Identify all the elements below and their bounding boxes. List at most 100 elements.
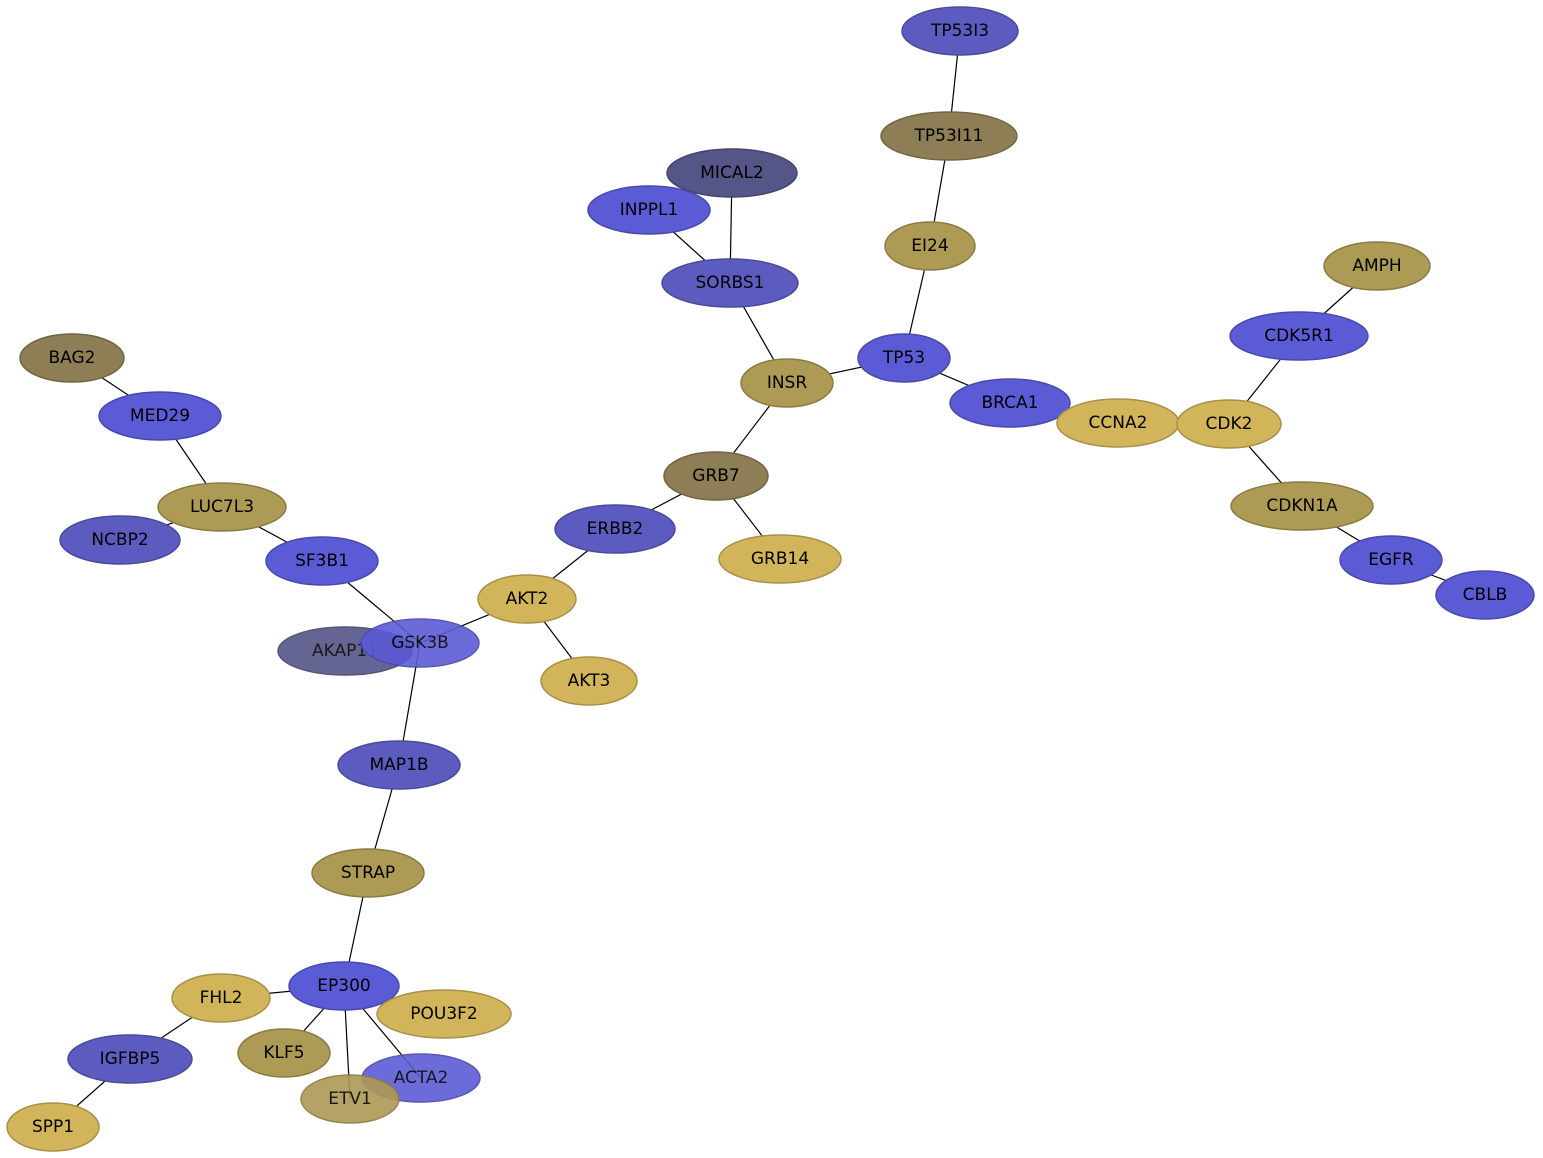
node-ellipse bbox=[1230, 481, 1374, 531]
node-tp53[interactable]: TP53 bbox=[857, 333, 951, 383]
node-fhl2[interactable]: FHL2 bbox=[171, 973, 271, 1023]
node-inppl1[interactable]: INPPL1 bbox=[587, 185, 711, 235]
node-label: CCNA2 bbox=[1089, 413, 1148, 433]
node-cdk2[interactable]: CDK2 bbox=[1176, 399, 1282, 449]
node-ellipse bbox=[1435, 570, 1535, 620]
node-map1b[interactable]: MAP1B bbox=[337, 740, 461, 790]
node-ellipse bbox=[360, 618, 480, 668]
node-label: GSK3B bbox=[391, 633, 449, 653]
node-label: STRAP bbox=[341, 863, 395, 883]
node-ellipse bbox=[857, 333, 951, 383]
node-label: INSR bbox=[767, 373, 808, 393]
node-label: MED29 bbox=[130, 406, 190, 426]
node-luc7l3[interactable]: LUC7L3 bbox=[157, 482, 287, 532]
node-bag2[interactable]: BAG2 bbox=[19, 333, 125, 383]
node-ellipse bbox=[718, 534, 842, 584]
node-gsk3b[interactable]: GSK3B bbox=[360, 618, 480, 668]
node-egfr[interactable]: EGFR bbox=[1339, 535, 1443, 585]
node-ep300[interactable]: EP300 bbox=[288, 961, 400, 1011]
node-ellipse bbox=[288, 961, 400, 1011]
node-strap[interactable]: STRAP bbox=[311, 848, 425, 898]
node-ellipse bbox=[587, 185, 711, 235]
node-grb14[interactable]: GRB14 bbox=[718, 534, 842, 584]
node-ellipse bbox=[1176, 399, 1282, 449]
node-insr[interactable]: INSR bbox=[740, 358, 834, 408]
node-ellipse bbox=[1229, 311, 1369, 361]
node-label: NCBP2 bbox=[91, 530, 148, 550]
node-label: LUC7L3 bbox=[190, 497, 254, 517]
node-ellipse bbox=[884, 221, 976, 271]
node-ellipse bbox=[540, 656, 638, 706]
node-ellipse bbox=[663, 451, 769, 501]
node-label: MICAL2 bbox=[700, 163, 763, 183]
node-erbb2[interactable]: ERBB2 bbox=[554, 504, 676, 554]
node-ellipse bbox=[237, 1028, 331, 1078]
node-label: KLF5 bbox=[263, 1043, 304, 1063]
node-label: AMPH bbox=[1352, 256, 1401, 276]
node-ellipse bbox=[949, 378, 1071, 428]
node-ellipse bbox=[1339, 535, 1443, 585]
node-ellipse bbox=[880, 111, 1018, 161]
node-sf3b1[interactable]: SF3B1 bbox=[265, 536, 379, 586]
node-ellipse bbox=[311, 848, 425, 898]
node-brca1[interactable]: BRCA1 bbox=[949, 378, 1071, 428]
node-ellipse bbox=[6, 1102, 100, 1152]
node-label: POU3F2 bbox=[410, 1004, 478, 1024]
node-pou3f2[interactable]: POU3F2 bbox=[376, 989, 512, 1039]
node-etv1[interactable]: ETV1 bbox=[300, 1074, 400, 1124]
node-label: CDK2 bbox=[1206, 414, 1253, 434]
node-label: SF3B1 bbox=[295, 551, 349, 571]
node-label: ACTA2 bbox=[394, 1068, 449, 1088]
node-sorbs1[interactable]: SORBS1 bbox=[661, 258, 799, 308]
node-igfbp5[interactable]: IGFBP5 bbox=[67, 1034, 193, 1084]
node-ellipse bbox=[666, 148, 798, 198]
node-label: GRB7 bbox=[692, 466, 739, 486]
node-ncbp2[interactable]: NCBP2 bbox=[59, 515, 181, 565]
node-label: INPPL1 bbox=[620, 200, 679, 220]
node-cdk5r1[interactable]: CDK5R1 bbox=[1229, 311, 1369, 361]
node-akt3[interactable]: AKT3 bbox=[540, 656, 638, 706]
node-label: ETV1 bbox=[328, 1089, 372, 1109]
node-cblb[interactable]: CBLB bbox=[1435, 570, 1535, 620]
node-ellipse bbox=[554, 504, 676, 554]
node-akt2[interactable]: AKT2 bbox=[477, 574, 577, 624]
node-label: TP53I11 bbox=[914, 126, 984, 146]
node-amph[interactable]: AMPH bbox=[1323, 241, 1431, 291]
node-ellipse bbox=[171, 973, 271, 1023]
node-ellipse bbox=[300, 1074, 400, 1124]
node-ei24[interactable]: EI24 bbox=[884, 221, 976, 271]
node-ellipse bbox=[67, 1034, 193, 1084]
node-label: SPP1 bbox=[32, 1117, 74, 1137]
node-tp53i11[interactable]: TP53I11 bbox=[880, 111, 1018, 161]
node-ellipse bbox=[477, 574, 577, 624]
node-tp53i3[interactable]: TP53I3 bbox=[901, 6, 1019, 56]
node-ellipse bbox=[98, 391, 222, 441]
node-grb7[interactable]: GRB7 bbox=[663, 451, 769, 501]
node-label: AKT2 bbox=[506, 589, 549, 609]
node-ellipse bbox=[157, 482, 287, 532]
node-label: AKT3 bbox=[568, 671, 611, 691]
node-ellipse bbox=[59, 515, 181, 565]
node-ccna2[interactable]: CCNA2 bbox=[1056, 398, 1180, 448]
node-spp1[interactable]: SPP1 bbox=[6, 1102, 100, 1152]
node-label: EGFR bbox=[1368, 550, 1414, 570]
node-label: MAP1B bbox=[369, 755, 428, 775]
node-label: TP53I3 bbox=[930, 21, 989, 41]
node-label: FHL2 bbox=[200, 988, 243, 1008]
node-ellipse bbox=[337, 740, 461, 790]
node-label: BRCA1 bbox=[982, 393, 1039, 413]
node-ellipse bbox=[1323, 241, 1431, 291]
node-ellipse bbox=[19, 333, 125, 383]
node-klf5[interactable]: KLF5 bbox=[237, 1028, 331, 1078]
node-ellipse bbox=[265, 536, 379, 586]
node-label: EP300 bbox=[317, 976, 370, 996]
node-cdkn1a[interactable]: CDKN1A bbox=[1230, 481, 1374, 531]
node-label: ERBB2 bbox=[587, 519, 644, 539]
node-label: EI24 bbox=[911, 236, 948, 256]
node-mical2[interactable]: MICAL2 bbox=[666, 148, 798, 198]
node-label: BAG2 bbox=[49, 348, 96, 368]
node-med29[interactable]: MED29 bbox=[98, 391, 222, 441]
node-label: CDKN1A bbox=[1266, 496, 1338, 516]
